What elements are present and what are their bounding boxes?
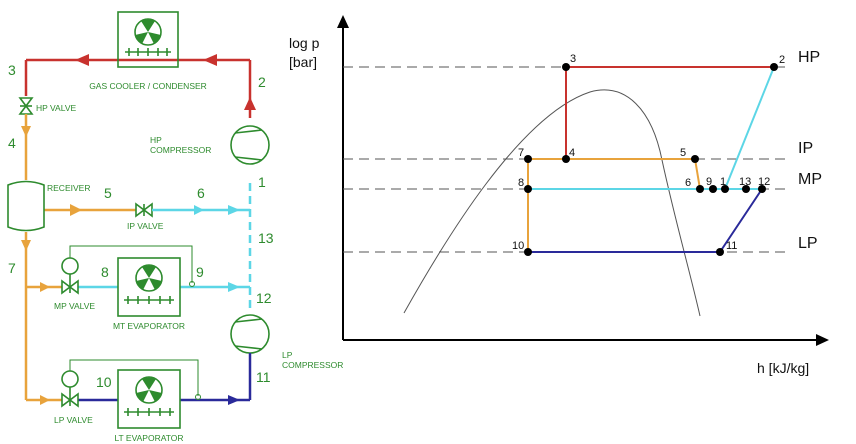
point-13 [742,185,750,193]
point-3-label: 3 [570,53,576,65]
ph-diagram: log p [bar] h [kJ/kg] HP IP MP LP [289,15,829,376]
gas-cooler-label: GAS COOLER / CONDENSER [89,81,207,91]
point-13-label: 13 [739,176,751,188]
ip-piping [24,114,136,402]
cycle-hp [565,66,774,159]
lp-compressor [230,314,270,354]
point-8 [524,185,532,193]
flow-arrow [21,126,31,137]
point-3 [562,63,570,71]
hp-valve-label: HP VALVE [36,103,76,113]
flow-arrow [70,204,82,216]
schematic: GAS COOLER / CONDENSER HP VALVE RECEIVER [7,11,343,443]
point-9-label: 9 [706,176,712,188]
hp-compressor-label-1: HP [150,135,162,145]
point-2-label: 2 [779,54,785,66]
state-5-label: 5 [104,185,112,201]
mt-evaporator-label: MT EVAPORATOR [113,321,185,331]
y-axis-label-1: log p [289,35,320,51]
state-2-label: 2 [258,74,266,90]
diagram-point-labels: 3 2 7 4 5 8 6 9 1 13 12 10 11 [512,53,785,252]
flow-arrow [194,205,204,215]
level-mp-label: MP [798,171,822,188]
point-2 [770,63,778,71]
point-5 [691,155,699,163]
point-8-label: 8 [518,177,524,189]
point-12-label: 12 [758,176,770,188]
schematic-state-labels: 3 2 4 1 5 6 13 7 8 9 12 10 11 [8,62,274,390]
lp-valve [61,359,201,408]
flow-arrow [228,395,240,405]
state-10-label: 10 [96,374,112,390]
point-1-label: 1 [720,176,726,188]
cycle-mp [528,66,775,190]
state-13-label: 13 [258,230,274,246]
point-4-label: 4 [569,147,575,159]
state-point-dots [524,63,778,256]
state-9-label: 9 [196,264,204,280]
mp-valve-label: MP VALVE [54,301,95,311]
mt-evaporator [117,257,181,317]
mp-valve [61,245,195,295]
flow-arrow [21,240,31,251]
point-7 [524,155,532,163]
y-axis-arrow-icon [337,15,349,28]
x-axis-label: h [kJ/kg] [757,360,809,376]
point-1 [721,185,729,193]
flow-arrow [40,282,50,292]
point-9 [709,185,717,193]
ip-valve [135,202,153,218]
state-7-label: 7 [8,260,16,276]
lp-valve-label: LP VALVE [54,415,93,425]
ip-valve-label: IP VALVE [127,221,164,231]
level-lp-label: LP [798,235,818,252]
hp-valve [18,97,34,115]
saturation-dome [403,89,701,317]
flow-arrow [228,282,240,292]
cycle-ip [527,158,701,252]
level-ip-label: IP [798,140,813,157]
state-1-label: 1 [258,174,266,190]
y-axis-label-2: [bar] [289,54,317,70]
flow-arrow [203,54,217,66]
point-6-label: 6 [685,177,691,189]
state-11-label: 11 [256,369,271,385]
receiver-label: RECEIVER [47,183,90,193]
cycle-lp [528,188,763,253]
hp-compressor [230,125,270,165]
hp-compressor-label-2: COMPRESSOR [150,145,211,155]
flow-arrow [75,54,89,66]
state-12-label: 12 [256,290,272,306]
point-11-label: 11 [726,240,737,252]
receiver [7,180,45,232]
lp-compressor-label-2: COMPRESSOR [282,360,343,370]
point-5-label: 5 [680,147,686,159]
point-10 [524,248,532,256]
lt-evaporator-label: LT EVAPORATOR [114,433,183,443]
state-8-label: 8 [101,264,109,280]
point-12 [758,185,766,193]
lp-compressor-label-1: LP [282,350,293,360]
point-10-label: 10 [512,240,524,252]
state-6-label: 6 [197,185,205,201]
point-7-label: 7 [518,147,524,159]
point-11 [716,248,724,256]
level-hp-label: HP [798,49,820,66]
flow-arrow [244,97,256,110]
point-4 [562,155,570,163]
gas-cooler [117,11,179,68]
x-axis-arrow-icon [816,334,829,346]
state-4-label: 4 [8,135,16,151]
flow-arrow [228,205,240,215]
lt-evaporator [117,369,181,429]
point-6 [696,185,704,193]
state-3-label: 3 [8,62,16,78]
flow-arrow [40,395,50,405]
